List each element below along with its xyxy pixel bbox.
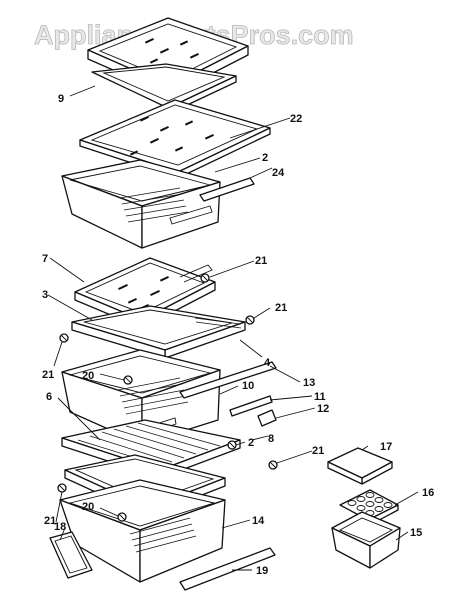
screw-rail	[227, 440, 237, 450]
screw-left	[59, 333, 69, 343]
screw-mid-right	[245, 315, 255, 325]
screw-bottom-drawer	[117, 512, 127, 522]
callout-16: 16	[422, 487, 434, 499]
callout-14: 14	[252, 515, 265, 527]
callout-13: 13	[303, 377, 315, 389]
callout-3: 3	[42, 289, 48, 301]
drawer-rail	[199, 177, 255, 202]
callout-18: 18	[54, 521, 66, 533]
shelf-frame	[71, 305, 246, 359]
egg-tray-cover	[327, 447, 393, 485]
callout-8: 8	[268, 433, 274, 445]
egg-bin	[331, 511, 401, 569]
callout-20-lower: 20	[82, 501, 94, 513]
callout-2-lower: 2	[248, 437, 254, 449]
callout-numbers: 9 22 2 24 7 21 3 21 21 4 20 10 13 11 12 …	[42, 93, 434, 577]
bottom-crisper-drawer	[59, 479, 226, 583]
callout-21-upper: 21	[255, 255, 267, 267]
drawer-slide	[229, 395, 273, 417]
rail-clip	[257, 409, 277, 427]
egg-tray	[339, 489, 399, 527]
callout-7: 7	[42, 253, 48, 265]
callout-21-mid: 21	[275, 302, 287, 314]
callout-17: 17	[380, 441, 392, 453]
callout-6: 6	[46, 391, 52, 403]
upper-crisper-drawer	[61, 159, 221, 249]
bottom-drawer-rail	[179, 547, 276, 591]
callout-21-left: 21	[42, 369, 54, 381]
drawer-rail-long	[179, 361, 277, 399]
screw-lower-right	[268, 460, 278, 470]
label-card	[49, 531, 93, 579]
screws	[57, 273, 278, 522]
callout-21-lower-left: 21	[44, 515, 56, 527]
callout-10: 10	[242, 380, 254, 392]
callout-24: 24	[272, 167, 285, 179]
screw-upper-right	[200, 273, 210, 283]
callout-19: 19	[256, 565, 268, 577]
callout-4: 4	[264, 357, 271, 369]
callout-21-lower-right: 21	[312, 445, 324, 457]
leader-lines	[47, 85, 419, 571]
screw-drawer-front	[123, 375, 133, 385]
callout-20-upper: 20	[82, 370, 94, 382]
callout-22: 22	[290, 113, 302, 125]
screw-lower-left	[57, 483, 67, 493]
callout-11: 11	[314, 391, 326, 403]
callout-2: 2	[262, 152, 268, 164]
callout-9: 9	[58, 93, 64, 105]
callout-12: 12	[317, 403, 329, 415]
callout-15: 15	[410, 527, 422, 539]
